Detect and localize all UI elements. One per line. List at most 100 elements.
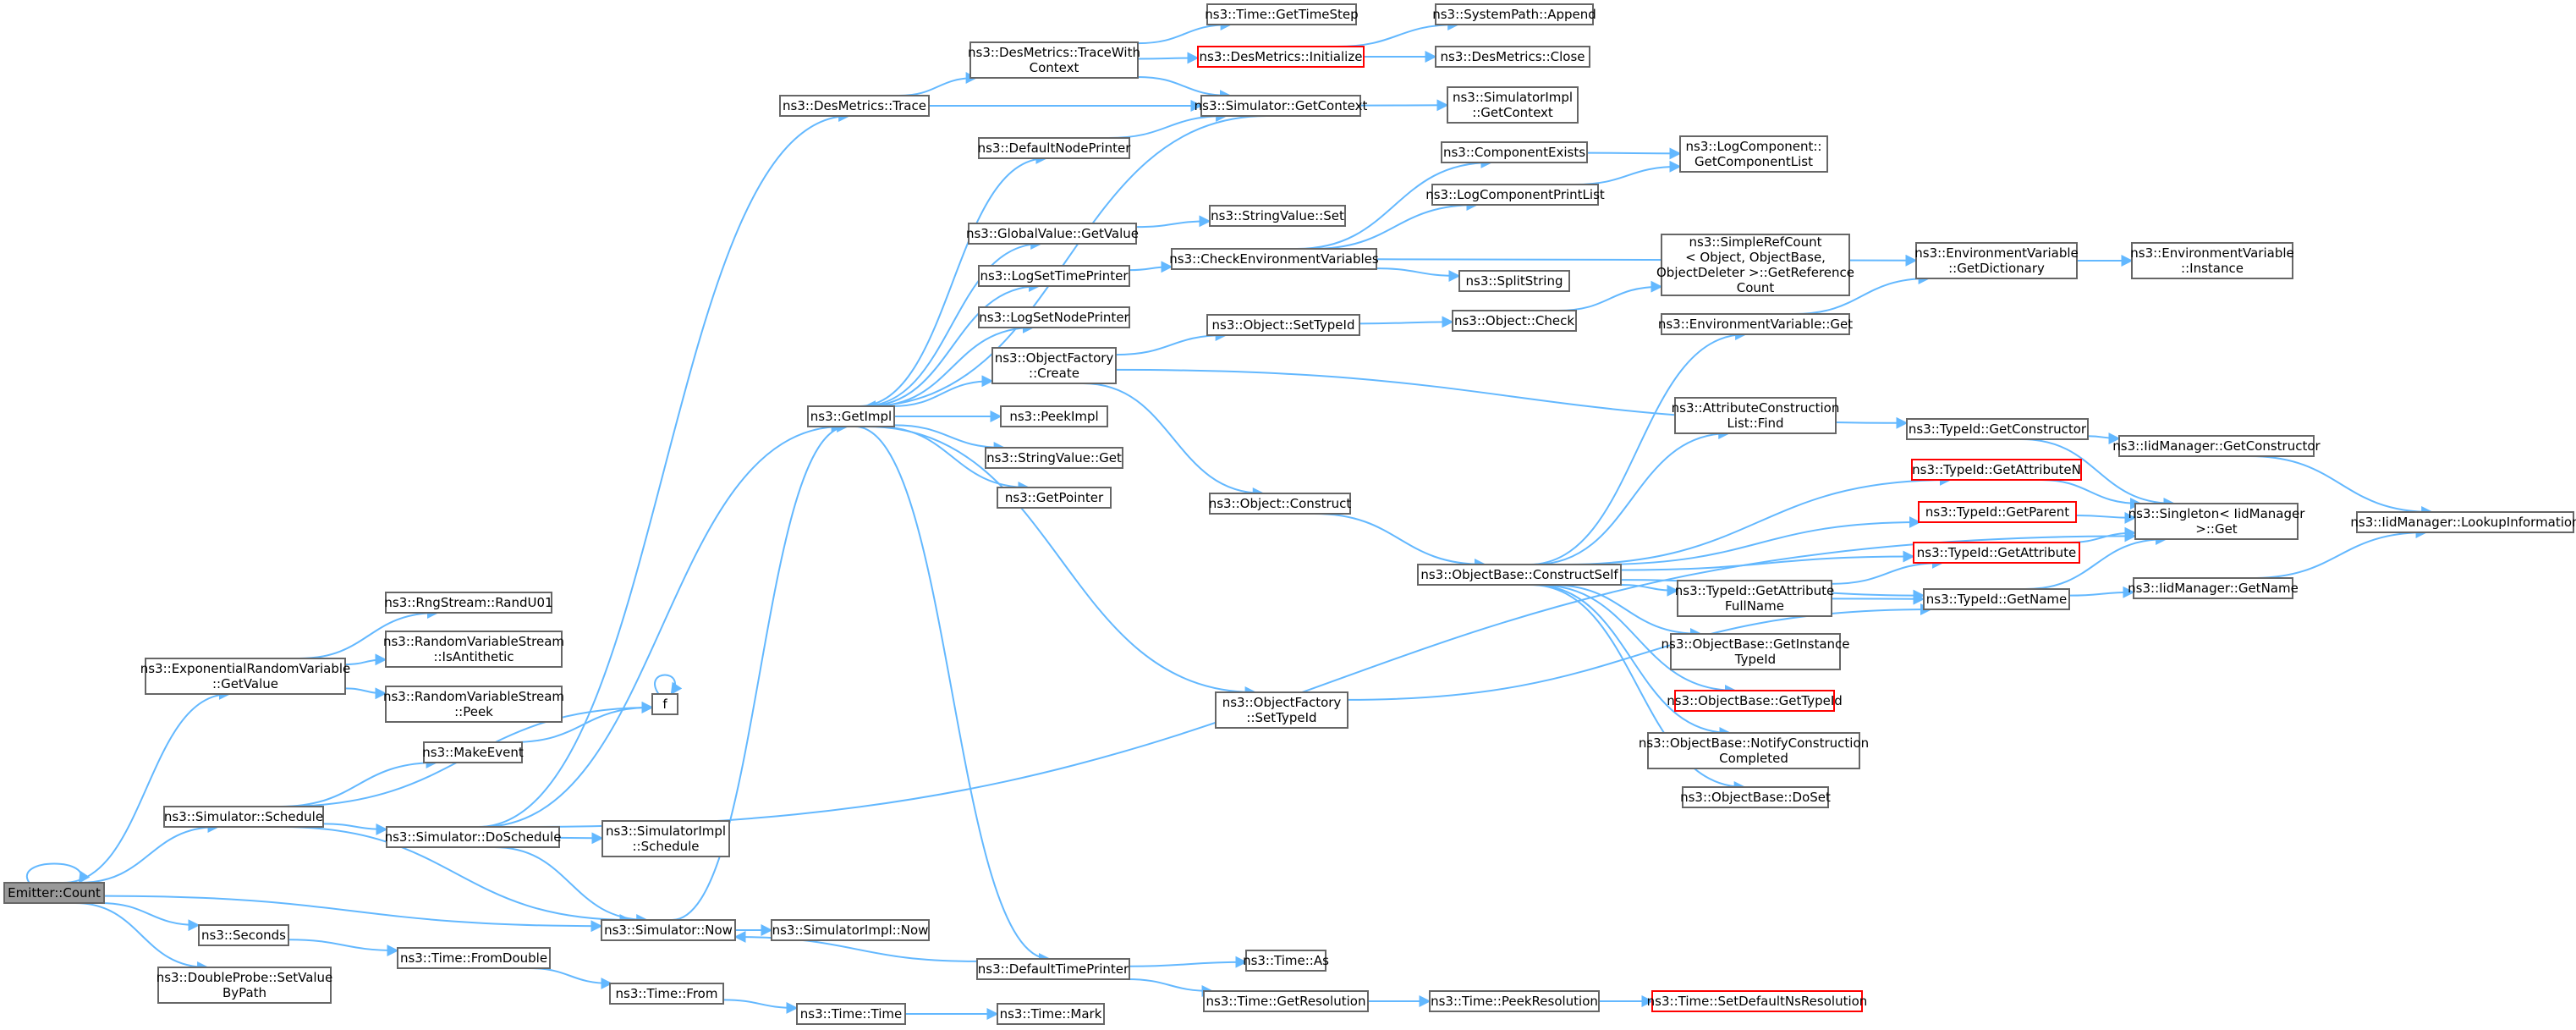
node-time-mark[interactable]: ns3::Time::Mark [997, 1003, 1105, 1025]
node-rvs-isantithetic[interactable]: ns3::RandomVariableStream::IsAntithetic [383, 631, 564, 668]
node-box [997, 487, 1112, 509]
node-logsetnodeprinter[interactable]: ns3::LogSetNodePrinter [978, 306, 1130, 328]
node-iidmanager-getconstructor[interactable]: ns3::IidManager::GetConstructor [2112, 435, 2321, 457]
node-stringvalue-get[interactable]: ns3::StringValue::Get [985, 447, 1123, 469]
edge-exp_getvalue-to-rvs_peek [344, 687, 387, 700]
node-envvar-get[interactable]: ns3::EnvironmentVariable::Get [1658, 313, 1853, 335]
node-objectbase-gettypeid[interactable]: ns3::ObjectBase::GetTypeId [1667, 690, 1843, 712]
node-peekimpl[interactable]: ns3::PeekImpl [1000, 405, 1108, 427]
node-objectbase-constructself[interactable]: ns3::ObjectBase::ConstructSelf [1417, 564, 1622, 586]
node-desmetrics-trace[interactable]: ns3::DesMetrics::Trace [779, 95, 930, 117]
node-objectfactory-create[interactable]: ns3::ObjectFactory::Create [991, 347, 1117, 384]
node-label: Emitter::Count [8, 885, 101, 901]
node-typeid-getattributen[interactable]: ns3::TypeId::GetAttributeN [1911, 459, 2082, 481]
node-getpointer[interactable]: ns3::GetPointer [997, 487, 1112, 509]
node-box [1682, 786, 1829, 808]
node-desmetrics-close[interactable]: ns3::DesMetrics::Close [1435, 46, 1590, 68]
node-typeid-getname[interactable]: ns3::TypeId::GetName [1923, 588, 2070, 610]
node-label: ns3::Simulator::Schedule [164, 809, 323, 824]
node-object-check[interactable]: ns3::Object::Check [1452, 310, 1577, 332]
node-time-from[interactable]: ns3::Time::From [609, 983, 724, 1005]
node-label: ns3::Simulator::DoSchedule [385, 829, 562, 845]
edge-defaulttimeprinter-to-time_getresolution [1126, 978, 1214, 997]
node-iidmanager-lookup[interactable]: ns3::IidManager::LookupInformation [2350, 511, 2576, 533]
edge-sim_doschedule-to-getimpl [481, 421, 843, 828]
node-desmetrics-initialize[interactable]: ns3::DesMetrics::Initialize [1197, 46, 1365, 68]
edge [281, 826, 632, 926]
node-label: ns3::MakeEvent [422, 745, 524, 760]
node-iidmanager-getname[interactable]: ns3::IidManager::GetName [2128, 577, 2299, 599]
node-label: ns3::EnvironmentVariable [2130, 245, 2293, 261]
node-object-settypeid[interactable]: ns3::Object::SetTypeId [1206, 314, 1360, 336]
node-time-setdefaultns[interactable]: ns3::Time::SetDefaultNsResolution [1647, 990, 1868, 1012]
edge [529, 530, 2137, 828]
node-label: ns3::DoubleProbe::SetValue [157, 970, 333, 985]
node-time-getresolution[interactable]: ns3::Time::GetResolution [1203, 990, 1369, 1012]
node-componentexists[interactable]: ns3::ComponentExists [1441, 141, 1588, 163]
edge-sim_schedule-to-sim_doschedule [322, 823, 388, 835]
node-label: ns3::ObjectBase::GetInstance [1661, 636, 1850, 652]
node-rngstream-randu01[interactable]: ns3::RngStream::RandU01 [384, 592, 553, 614]
node-envvar-getdict[interactable]: ns3::EnvironmentVariable::GetDictionary [1914, 242, 2079, 279]
node-emitter-count[interactable]: Emitter::Count [3, 882, 105, 904]
node-logsettimeprinter[interactable]: ns3::LogSetTimePrinter [978, 265, 1130, 287]
node-label: ns3::ObjectBase::DoSet [1680, 790, 1831, 805]
edge [854, 426, 1052, 965]
node-rvs-peek[interactable]: ns3::RandomVariableStream::Peek [383, 686, 564, 723]
node-envvar-instance[interactable]: ns3::EnvironmentVariable::Instance [2130, 242, 2294, 279]
node-label: ::Create [1029, 366, 1079, 381]
edge [2251, 526, 2428, 579]
node-checkenv[interactable]: ns3::CheckEnvironmentVariables [1169, 248, 1379, 270]
node-object-construct[interactable]: ns3::Object::Construct [1209, 493, 1352, 515]
node-time-peekresolution[interactable]: ns3::Time::PeekResolution [1429, 990, 1600, 1012]
node-box [969, 41, 1139, 79]
node-time-time[interactable]: ns3::Time::Time [796, 1003, 906, 1025]
node-getimpl[interactable]: ns3::GetImpl [807, 405, 895, 427]
node-objectfactory-settypeid[interactable]: ns3::ObjectFactory::SetTypeId [1215, 691, 1348, 729]
node-typeid-getattribute[interactable]: ns3::TypeId::GetAttribute [1913, 542, 2080, 564]
node-label: ::Peek [454, 704, 493, 719]
node-sim-getcontext[interactable]: ns3::Simulator::GetContext [1195, 95, 1368, 117]
node-splitstring[interactable]: ns3::SplitString [1458, 270, 1570, 292]
node-simimpl-schedule[interactable]: ns3::SimulatorImpl::Schedule [601, 820, 730, 857]
edge [1529, 328, 1748, 565]
node-sim-schedule[interactable]: ns3::Simulator::Schedule [163, 806, 324, 828]
node-systempath-append[interactable]: ns3::SystemPath::Append [1432, 3, 1596, 25]
node-simimpl-getcontext[interactable]: ns3::SimulatorImpl::GetContext [1447, 86, 1579, 124]
edge [1530, 584, 1746, 793]
node-time-as[interactable]: ns3::Time::As [1243, 950, 1329, 972]
node-seconds[interactable]: ns3::Seconds [198, 924, 289, 946]
node-label: ns3::StringValue::Get [986, 450, 1122, 465]
node-defaulttimeprinter[interactable]: ns3::DefaultTimePrinter [976, 958, 1130, 980]
edge-getimpl-to-objectfactory_settypeid [865, 426, 1257, 698]
node-globalvalue-getvalue[interactable]: ns3::GlobalValue::GetValue [966, 223, 1139, 245]
node-time-gettimestep[interactable]: ns3::Time::GetTimeStep [1205, 3, 1359, 25]
node-simimpl-now[interactable]: ns3::SimulatorImpl::Now [771, 919, 930, 941]
node-time-fromdouble[interactable]: ns3::Time::FromDouble [397, 947, 551, 969]
node-typeid-getparent[interactable]: ns3::TypeId::GetParent [1918, 501, 2077, 523]
node-defaultnodeprinter[interactable]: ns3::DefaultNodePrinter [978, 137, 1132, 159]
node-simplerefcount[interactable]: ns3::SimpleRefCount< Object, ObjectBase,… [1656, 234, 1854, 296]
node-objectbase-notify[interactable]: ns3::ObjectBase::NotifyConstructionCompl… [1639, 732, 1869, 769]
node-logcomponent-getlist[interactable]: ns3::LogComponent::GetComponentList [1679, 135, 1828, 173]
node-box [385, 592, 552, 614]
node-f[interactable]: f [651, 693, 678, 715]
node-typeid-getconstructor[interactable]: ns3::TypeId::GetConstructor [1906, 418, 2089, 440]
node-stringvalue-set[interactable]: ns3::StringValue::Set [1209, 205, 1346, 227]
edge [344, 687, 387, 700]
node-objectbase-doset[interactable]: ns3::ObjectBase::DoSet [1680, 786, 1831, 808]
node-singleton-get[interactable]: ns3::Singleton< IidManager>::Get [2128, 503, 2306, 540]
node-makeevent[interactable]: ns3::MakeEvent [422, 741, 524, 763]
node-logcomponentprintlist[interactable]: ns3::LogComponentPrintList [1425, 184, 1605, 206]
edge-typeid_getconstructor-to-iidmanager_getconstructor [2087, 432, 2121, 445]
edge-logsettimeprinter-to-checkenv [1129, 261, 1173, 273]
node-sim-now[interactable]: ns3::Simulator::Now [601, 919, 736, 941]
node-exp-getvalue[interactable]: ns3::ExponentialRandomVariable::GetValue [140, 658, 351, 695]
node-sim-doschedule[interactable]: ns3::Simulator::DoSchedule [385, 826, 562, 848]
